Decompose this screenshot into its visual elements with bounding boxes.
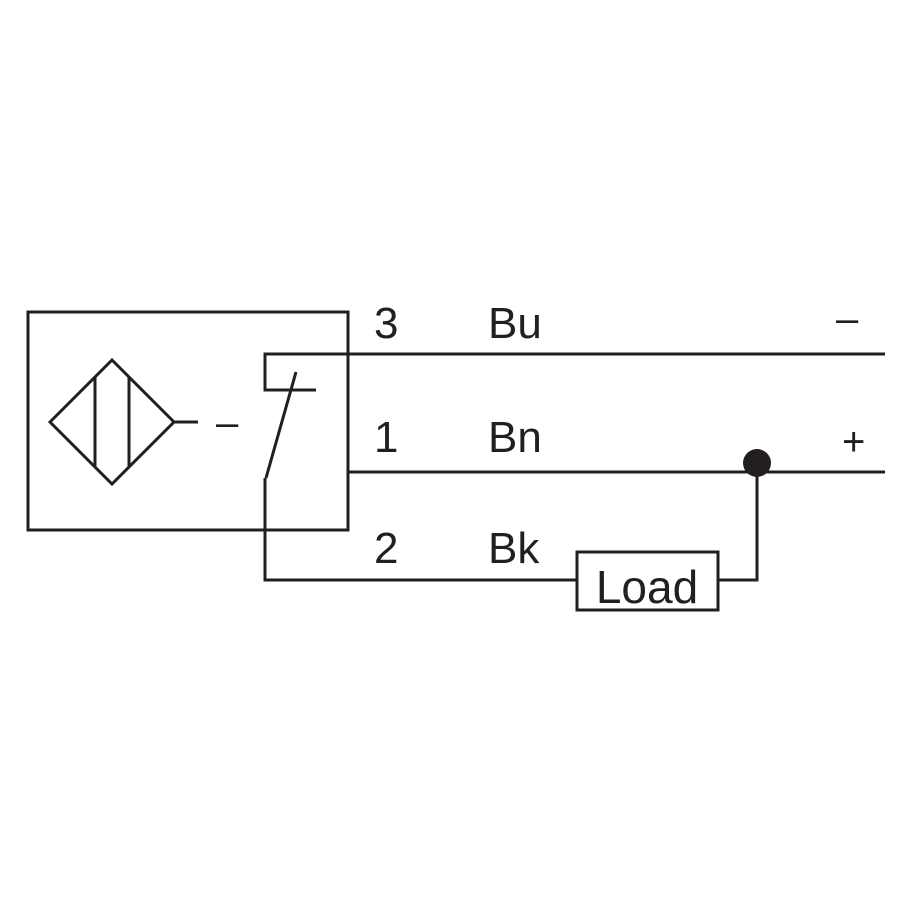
pin-number-3: 3 — [374, 299, 398, 348]
coil-diamond — [47, 357, 177, 487]
wire-load-return — [718, 470, 759, 582]
wire-color-bu: Bu — [488, 299, 542, 348]
load-label: Load — [596, 561, 698, 613]
sensor-body — [26, 310, 350, 532]
inductive-coil-icon — [47, 357, 198, 487]
load-box: Load — [575, 550, 720, 613]
polarity-minus: – — [836, 297, 859, 341]
junction-dot-icon — [743, 449, 771, 477]
pin-number-2: 2 — [374, 524, 398, 573]
wire-color-bn: Bn — [488, 413, 542, 462]
switch-top-terminal — [263, 352, 348, 392]
load-rect — [575, 550, 720, 612]
wire-color-bk: Bk — [488, 524, 540, 573]
pin-number-1: 1 — [374, 413, 398, 462]
switch-blade — [264, 371, 298, 479]
wire-bk — [263, 478, 577, 582]
switch-contact-icon — [263, 352, 348, 479]
polarity-plus: + — [842, 420, 865, 464]
sensor-separator-dash: – — [216, 401, 239, 445]
